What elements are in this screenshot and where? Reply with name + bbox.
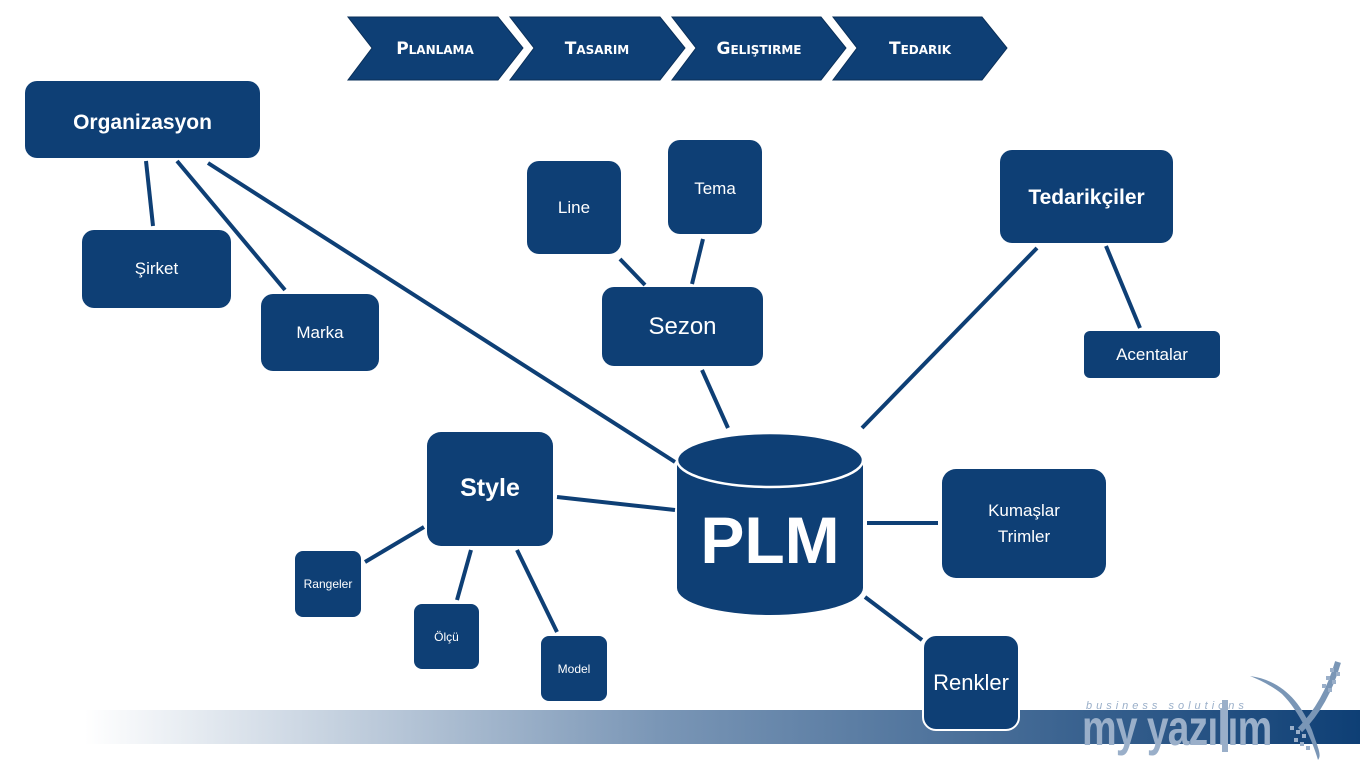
edge-style-olcu	[455, 549, 473, 601]
edge-organizasyon-sirket	[144, 160, 155, 227]
node-sirket[interactable]: Şirket	[82, 230, 231, 308]
logo-tagline: business solutions	[1086, 700, 1248, 712]
edge-style-plm	[556, 495, 676, 512]
edge-tema-sezon	[690, 238, 705, 285]
edge-tedarikciler-acentalar	[1104, 245, 1142, 329]
edge-tedarikciler-plm	[860, 246, 1039, 430]
step-label-gelistirme: Geliştirme	[716, 38, 802, 59]
node-sezon[interactable]: Sezon	[602, 287, 763, 366]
node-marka[interactable]: Marka	[261, 294, 379, 371]
node-kumaslar-trimler[interactable]: Kumaşlar Trimler	[942, 469, 1106, 578]
edge-renkler-plm	[863, 595, 924, 642]
node-tema[interactable]: Tema	[668, 140, 762, 234]
node-organizasyon[interactable]: Organizasyon	[25, 81, 260, 158]
edge-sezon-plm	[700, 369, 730, 429]
edge-style-rangeler	[363, 525, 426, 564]
logo-bar	[1222, 700, 1228, 752]
chevron-tedarik[interactable]	[831, 16, 1008, 81]
chevron-gelistirme[interactable]	[670, 16, 847, 81]
node-style[interactable]: Style	[427, 432, 553, 546]
edge-line-sezon	[618, 257, 647, 287]
edge-organizasyon-plm	[206, 161, 677, 464]
connectors	[144, 159, 1142, 642]
chevron-tasarim[interactable]	[508, 16, 686, 81]
step-label-tasarim: Tasarım	[564, 38, 630, 59]
logo-brand: my yazılım	[1082, 700, 1272, 756]
step-label-tedarik: Tedarik	[888, 38, 952, 59]
process-chevrons	[346, 16, 1008, 81]
footer-band	[85, 710, 1360, 744]
plm-label: PLM	[700, 503, 840, 577]
logo-x-icon	[1250, 661, 1341, 760]
edge-style-model	[515, 549, 559, 633]
edge-organizasyon-marka	[175, 159, 287, 292]
node-renkler[interactable]: Renkler	[922, 634, 1020, 731]
node-rangeler[interactable]: Rangeler	[295, 551, 361, 617]
node-olcu[interactable]: Ölçü	[414, 604, 479, 669]
plm-database-icon[interactable]	[675, 431, 865, 615]
node-model[interactable]: Model	[541, 636, 607, 701]
step-label-planlama: Planlama	[396, 38, 474, 59]
chevron-planlama[interactable]	[346, 16, 524, 81]
node-tedarikciler[interactable]: Tedarikçiler	[1000, 150, 1173, 243]
node-line[interactable]: Line	[527, 161, 621, 254]
node-acentalar[interactable]: Acentalar	[1084, 331, 1220, 378]
